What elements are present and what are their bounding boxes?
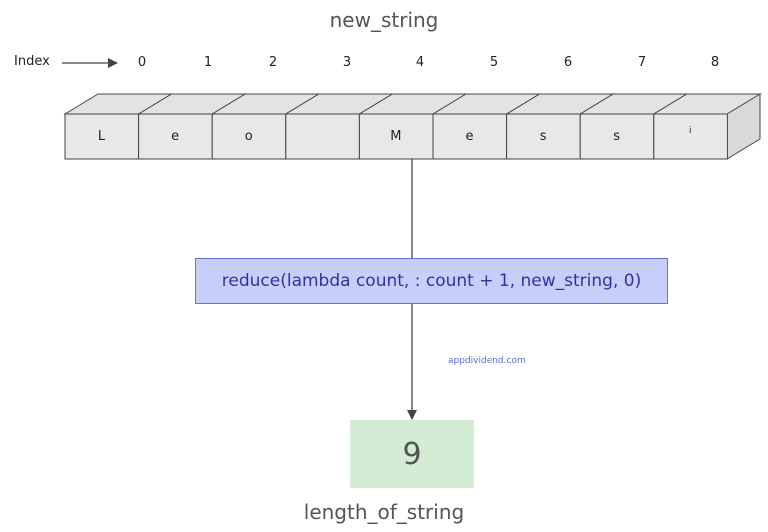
array-cell <box>579 113 655 160</box>
reduce-function-text: reduce(lambda count, : count + 1, new_st… <box>221 271 642 291</box>
array-cell-character: L <box>97 129 106 144</box>
index-number: 8 <box>710 55 720 70</box>
watermark-text: appdividend.com <box>448 356 526 366</box>
array-cell <box>432 113 508 160</box>
array-cell <box>64 113 140 160</box>
array-cell-character: M <box>390 129 402 144</box>
result-value: 9 <box>402 436 422 472</box>
array-cell-character: s <box>613 129 621 144</box>
index-number: 0 <box>137 55 147 70</box>
array-cell-character: e <box>465 129 474 144</box>
array-cell <box>358 113 434 160</box>
index-label: Index <box>14 54 50 69</box>
index-number: 6 <box>563 55 573 70</box>
array-cell-character: s <box>539 129 547 144</box>
new-string-title: new_string <box>329 8 439 32</box>
array-top-faces <box>63 93 763 115</box>
index-number: 7 <box>637 55 647 70</box>
array-cell <box>285 113 360 160</box>
array-cell-character: i <box>689 126 692 136</box>
index-number: 2 <box>268 55 278 70</box>
index-number: 3 <box>342 55 352 70</box>
length-of-string-title: length_of_string <box>303 500 465 524</box>
array-cell <box>653 113 728 160</box>
index-number: 5 <box>489 55 499 70</box>
array-cell <box>506 113 581 160</box>
array-cell-character: o <box>244 129 253 144</box>
array-cell <box>211 113 287 160</box>
result-box: 9 <box>350 420 474 488</box>
array-cell <box>138 113 213 160</box>
array-front-faces <box>64 113 728 160</box>
array-cell-character: e <box>171 129 180 144</box>
reduce-function-box: reduce(lambda count, : count + 1, new_st… <box>195 258 668 304</box>
index-number: 4 <box>415 55 425 70</box>
index-number: 1 <box>203 55 213 70</box>
